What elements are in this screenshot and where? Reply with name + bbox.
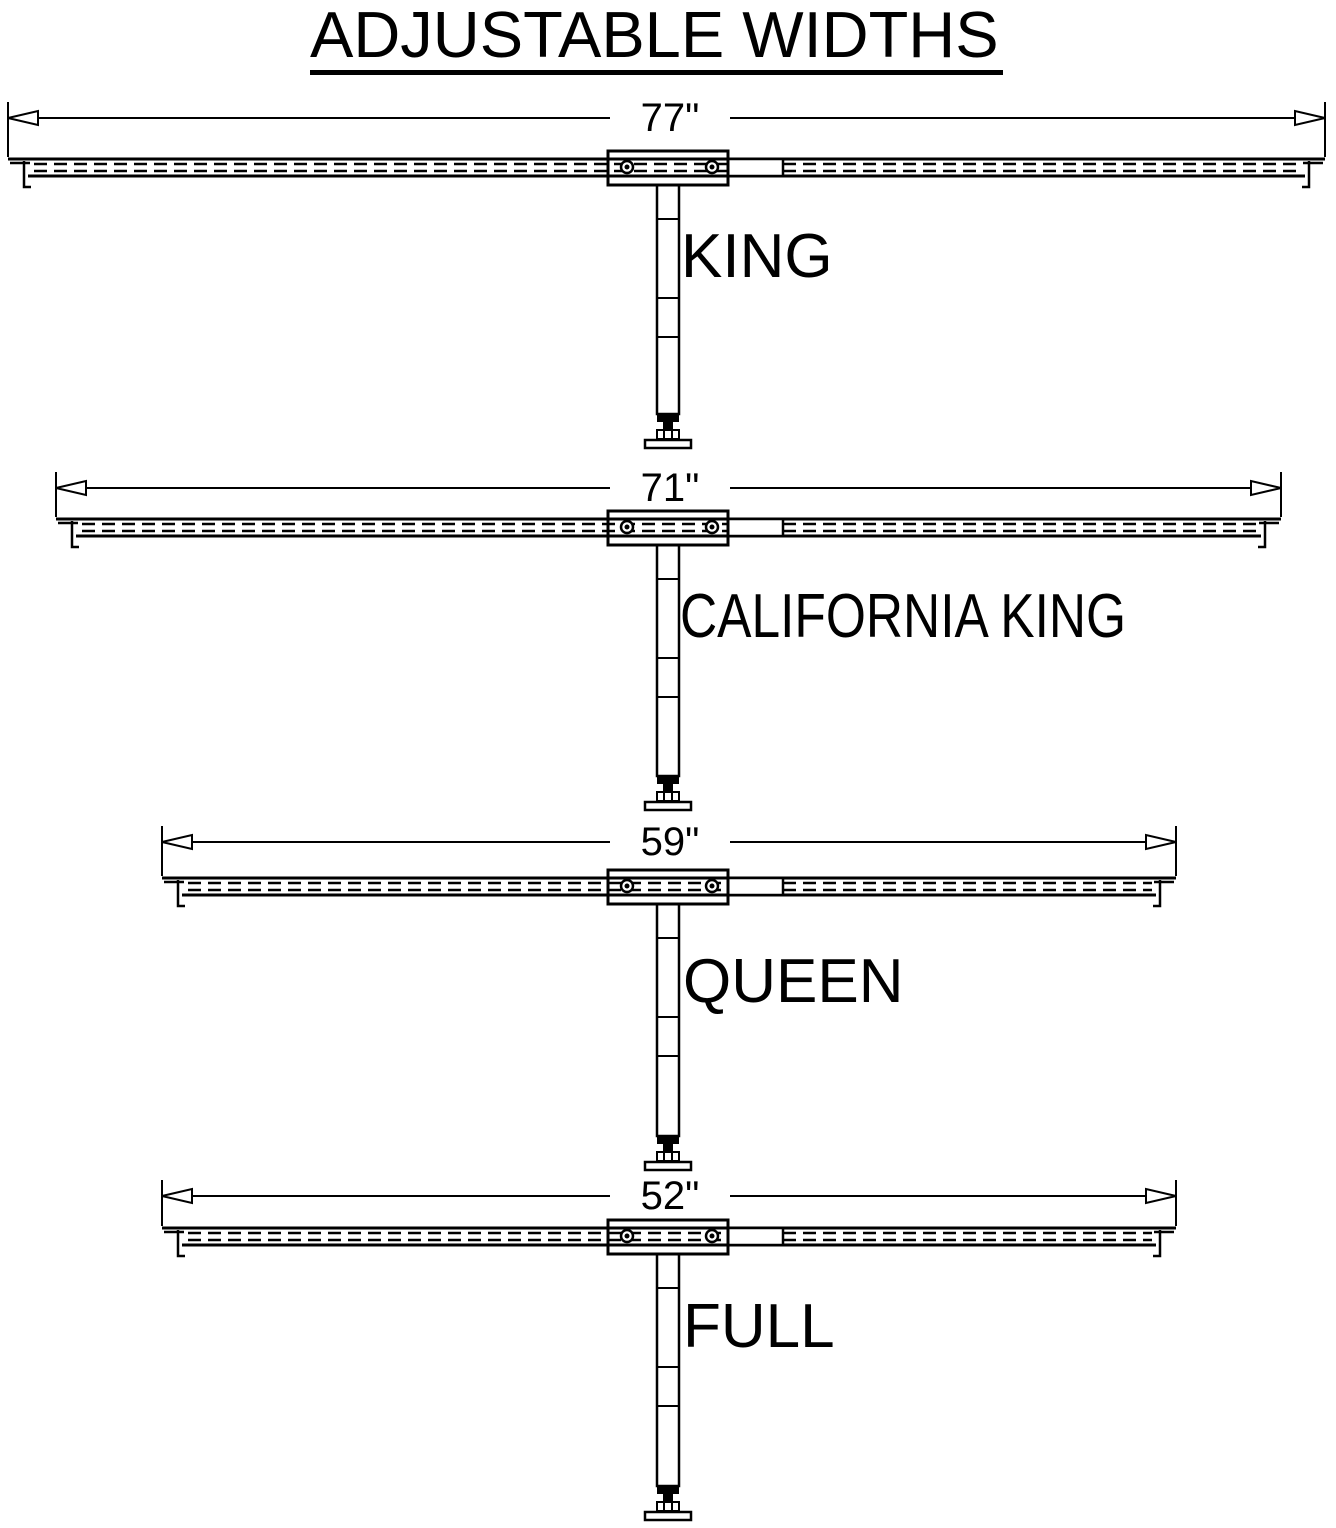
foot-cap <box>657 1136 679 1144</box>
foot-nut <box>656 429 680 440</box>
size-label-king: KING <box>681 222 833 291</box>
inner-tube <box>726 1226 785 1247</box>
dimension-arrow-right <box>1145 833 1177 851</box>
foot-stem <box>663 1143 673 1152</box>
rail-hook-left <box>58 521 79 549</box>
size-label-california-king: CALIFORNIA KING <box>680 582 1127 651</box>
bolt-right-center <box>709 164 715 170</box>
foot-cap <box>657 414 679 422</box>
inner-tube <box>726 876 785 897</box>
foot-nut <box>656 791 680 802</box>
inner-tube <box>726 517 785 538</box>
bolt-right-center <box>709 1233 715 1239</box>
dim-label-queen: 59" <box>640 820 700 864</box>
bolt-right-center <box>709 524 715 530</box>
dimension-arrow-right <box>1294 109 1326 127</box>
assembly-california-king <box>55 472 1282 812</box>
foot-plate <box>643 438 693 450</box>
dim-label-california-king: 71" <box>640 466 700 510</box>
bolt-left-center <box>624 883 630 889</box>
foot-stem <box>663 421 673 430</box>
rail-hook-left <box>164 880 185 908</box>
dimension-arrow-left <box>55 479 87 497</box>
size-label-queen: QUEEN <box>683 947 904 1016</box>
foot-stem <box>663 1493 673 1502</box>
foot-cap <box>657 776 679 784</box>
bolt-left-center <box>624 1233 630 1239</box>
size-label-full: FULL <box>683 1292 835 1361</box>
rail-hook-left <box>164 1230 185 1258</box>
foot-nut <box>656 1151 680 1162</box>
inner-tube <box>726 157 785 178</box>
assembly-queen <box>161 826 1177 1172</box>
bolt-right-center <box>709 883 715 889</box>
rail-hook-left <box>10 161 31 189</box>
dimension-arrow-left <box>7 109 39 127</box>
rail-hook-right <box>1258 521 1279 549</box>
dimension-arrow-right <box>1250 479 1282 497</box>
rail-hook-right <box>1153 1230 1174 1258</box>
rail-hook-right <box>1153 880 1174 908</box>
foot-plate <box>643 1510 693 1522</box>
rail-hook-right <box>1302 161 1323 189</box>
foot-plate <box>643 800 693 812</box>
dim-label-king: 77" <box>640 96 700 140</box>
bolt-left-center <box>624 524 630 530</box>
dim-label-full: 52" <box>640 1174 700 1218</box>
assembly-full <box>161 1180 1177 1522</box>
assembly-king <box>7 102 1326 450</box>
bolt-left-center <box>624 164 630 170</box>
foot-cap <box>657 1486 679 1494</box>
page-title: ADJUSTABLE WIDTHS <box>310 2 1003 75</box>
foot-stem <box>663 783 673 792</box>
foot-nut <box>656 1501 680 1512</box>
dimension-arrow-left <box>161 833 193 851</box>
foot-plate <box>643 1160 693 1172</box>
dimension-arrow-right <box>1145 1187 1177 1205</box>
dimension-arrow-left <box>161 1187 193 1205</box>
